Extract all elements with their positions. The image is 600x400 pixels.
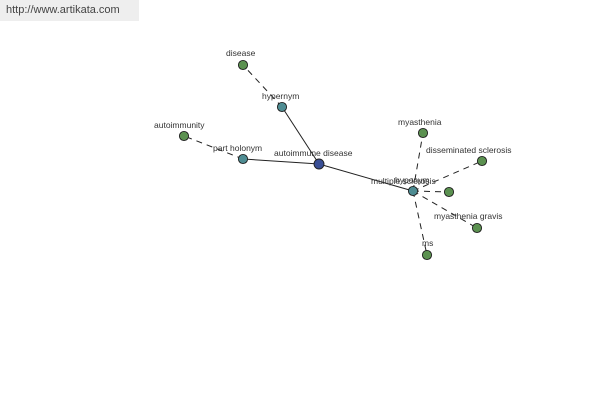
node-hypernym[interactable] xyxy=(276,101,288,113)
edge-root-hypernym xyxy=(281,106,320,165)
edge-root-partholonym xyxy=(242,158,320,165)
node-label-partholonym[interactable]: part holonym xyxy=(213,143,262,153)
edges-layer xyxy=(183,64,483,256)
edge-hyponym-mgravis xyxy=(412,190,478,229)
node-multscler[interactable] xyxy=(443,186,455,198)
edge-hyponym-myasthenia xyxy=(412,132,424,192)
node-autoimmunity[interactable] xyxy=(178,130,190,142)
nodes-layer xyxy=(178,59,488,261)
node-hyponym[interactable] xyxy=(407,185,419,197)
node-label-hyponym[interactable]: hyponym xyxy=(395,175,430,185)
node-root[interactable] xyxy=(313,158,325,170)
node-disease[interactable] xyxy=(237,59,249,71)
node-label-myasthenia[interactable]: myasthenia xyxy=(398,117,442,127)
edge-hyponym-multscler xyxy=(412,190,450,193)
node-label-hypernym[interactable]: hypernym xyxy=(262,91,299,101)
node-mgravis[interactable] xyxy=(471,222,483,234)
node-label-mgravis[interactable]: myasthenia gravis xyxy=(434,211,503,221)
node-label-root[interactable]: autoimmune disease xyxy=(274,148,353,158)
url-banner: http://www.artikata.com xyxy=(0,0,139,21)
node-partholonym[interactable] xyxy=(237,153,249,165)
url-text[interactable]: http://www.artikata.com xyxy=(6,4,120,16)
edge-root-hyponym xyxy=(318,163,414,192)
node-dissclerosis[interactable] xyxy=(476,155,488,167)
node-label-autoimmunity[interactable]: autoimmunity xyxy=(154,120,205,130)
node-ms[interactable] xyxy=(421,249,433,261)
labels-layer: autoimmune disease hypernym disease part ho… xyxy=(154,48,512,248)
node-myasthenia[interactable] xyxy=(417,127,429,139)
node-label-dissclerosis[interactable]: disseminated sclerosis xyxy=(426,145,512,155)
edge-hyponym-dissclerosis xyxy=(412,160,483,192)
node-label-ms[interactable]: ms xyxy=(422,238,433,248)
node-label-disease[interactable]: disease xyxy=(226,48,256,58)
node-label-multscler[interactable]: multiple sclerosis xyxy=(371,176,436,186)
edge-hypernym-disease xyxy=(242,64,283,108)
